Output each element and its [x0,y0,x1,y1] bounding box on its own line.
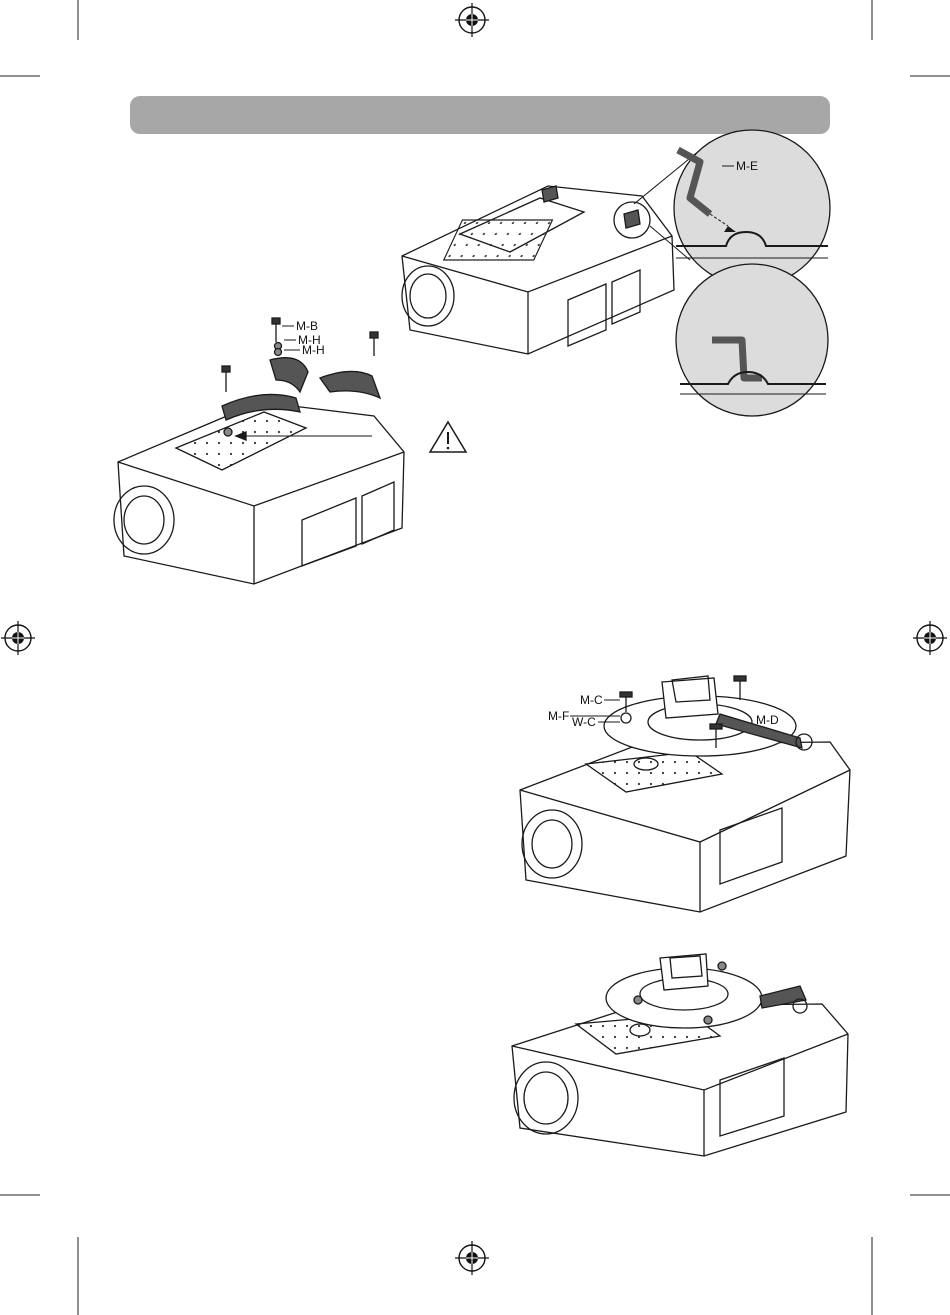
registration-mark-icon [455,3,489,37]
label-m-f: M-F [548,709,569,723]
warning-triangle-icon [430,422,466,452]
registration-mark-icon [913,621,947,655]
label-m-c: M-C [580,693,603,707]
figure-projector-arms [114,318,404,584]
label-w-c: W-C [572,715,596,729]
label-m-d: M-D [756,713,779,727]
label-m-h: M-H [302,343,325,357]
registration-mark-icon [1,621,35,655]
figure-mount-plate-screws [520,676,850,912]
registration-mark-icon [455,1241,489,1275]
label-m-e: M-E [736,159,758,173]
figure-mount-assembled [512,954,848,1156]
zoom-detail-bottom [676,264,828,416]
labels-figure-2: M-B M-H M-H [282,319,325,357]
figure-projector-top [402,186,674,354]
label-m-b: M-B [296,319,318,333]
